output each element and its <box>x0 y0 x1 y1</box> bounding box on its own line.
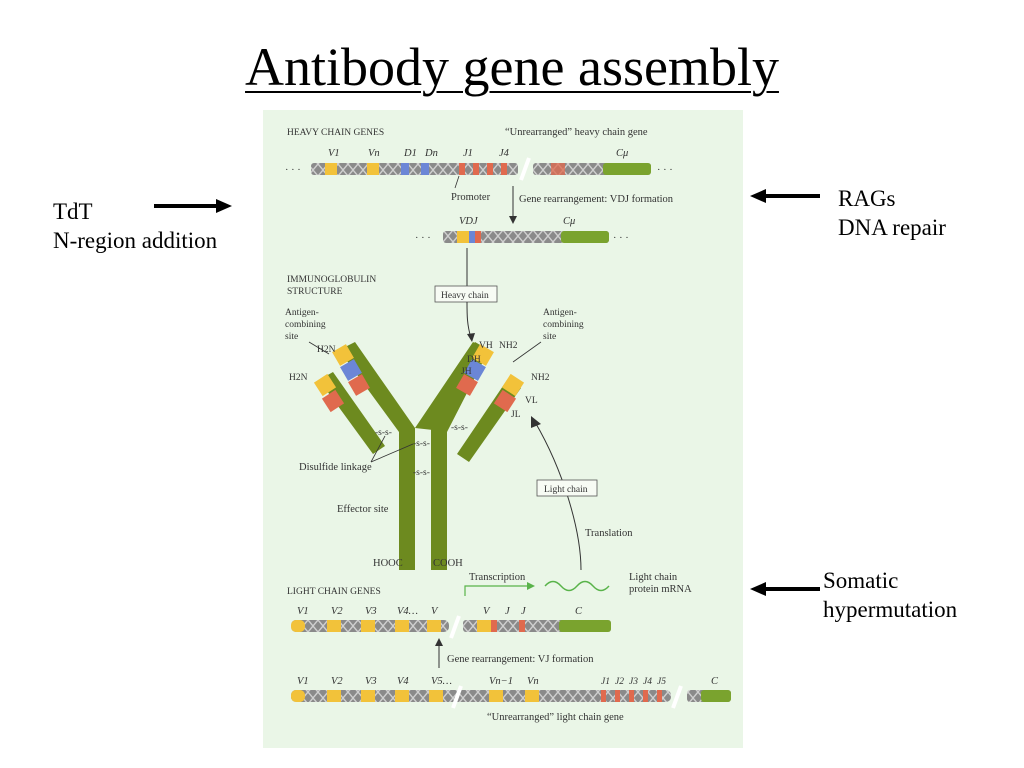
nh2-label-b: NH2 <box>531 373 550 383</box>
vl-label: VL <box>525 396 538 406</box>
seg-label-v1: V1 <box>328 148 340 159</box>
r-label-v4: V4… <box>397 606 418 617</box>
somatic-label: Somatic <box>823 568 899 593</box>
u-label-j2: J2 <box>615 677 624 687</box>
seg-label-j4: J4 <box>499 148 510 159</box>
u-label-vn1: Vn−1 <box>489 676 513 687</box>
u-label-j1: J1 <box>601 677 610 687</box>
u-label-v2: V2 <box>331 676 343 687</box>
unrearranged-light-label: “Unrearranged” light chain gene <box>487 712 624 723</box>
somatic-note: Somatic hypermutation <box>823 566 957 624</box>
gene-rearrangement-vj-label: Gene rearrangement: VJ formation <box>447 654 594 665</box>
slide-title: Antibody gene assembly <box>245 37 779 97</box>
antigen-left-3: site <box>285 332 298 342</box>
cmu-label-2: Cμ <box>563 216 575 227</box>
disulfide-bond-3: -s-s- <box>413 439 430 449</box>
vh-label: VH <box>479 341 493 351</box>
jh-label: JH <box>461 367 472 377</box>
jl-label: JL <box>511 410 521 420</box>
heavy-dots-right: · · · <box>657 165 673 176</box>
immunoglobulin-heading-1: IMMUNOGLOBULIN <box>287 275 376 285</box>
antibody-structure <box>313 342 525 570</box>
mrna-label-2: protein mRNA <box>629 584 692 595</box>
heavy-dots-left: · · · <box>285 165 301 176</box>
mrna-wave <box>544 580 610 592</box>
u-label-vn: Vn <box>527 676 539 687</box>
u-label-j5: J5 <box>657 677 666 687</box>
r-label-j-a: J <box>505 606 511 617</box>
heavy-chain-box <box>434 285 498 303</box>
u-label-v3: V3 <box>365 676 377 687</box>
nh2-label-a: NH2 <box>499 341 518 351</box>
antigen-right-1: Antigen- <box>543 308 577 318</box>
r-label-j-b: J <box>521 606 527 617</box>
light-chain-box <box>536 479 598 497</box>
r-label-v-b: V <box>483 606 491 617</box>
effector-site-label: Effector site <box>337 504 389 515</box>
seg-label-dn: Dn <box>424 148 438 159</box>
u-label-j3: J3 <box>629 677 638 687</box>
light-rearranged-dna <box>291 615 611 639</box>
light-chain-box-label: Light chain <box>544 485 588 495</box>
u-label-v5: V5… <box>431 676 452 687</box>
tdt-label: TdT <box>53 199 93 224</box>
u-label-v1: V1 <box>297 676 309 687</box>
promoter-label: Promoter <box>451 192 491 203</box>
u-label-c: C <box>711 676 719 687</box>
somatic-arrow <box>750 582 820 596</box>
r-label-v: V <box>431 606 439 617</box>
hypermutation-label: hypermutation <box>823 597 958 622</box>
h2n-label-a: H2N <box>317 345 336 355</box>
vdj-dots-right: · · · <box>613 233 629 244</box>
light-chain-genes-heading: LIGHT CHAIN GENES <box>287 587 381 597</box>
heavy-rearranged-dna <box>443 231 609 243</box>
disulfide-bond-1: -s-s- <box>375 428 392 438</box>
rags-note: RAGs DNA repair <box>838 184 946 242</box>
n-region-label: N-region addition <box>53 228 218 253</box>
disulfide-linkage-label: Disulfide linkage <box>299 462 372 473</box>
immunoglobulin-figure: HEAVY CHAIN GENES “Unrearranged” heavy c… <box>263 110 743 748</box>
cooh-label: COOH <box>433 558 463 569</box>
translation-label: Translation <box>585 528 633 539</box>
heavy-chain-box-label: Heavy chain <box>441 291 489 301</box>
light-unrearranged-dna <box>291 685 731 709</box>
rags-label: RAGs <box>838 186 896 211</box>
seg-label-d1: D1 <box>403 148 417 159</box>
u-label-v4: V4 <box>397 676 409 687</box>
r-label-c: C <box>575 606 583 617</box>
antigen-left-2: combining <box>285 320 326 330</box>
dna-repair-label: DNA repair <box>838 215 946 240</box>
dh-label: DH <box>467 355 481 365</box>
disulfide-bond-2: -s-s- <box>451 423 468 433</box>
heavy-unrearranged-dna <box>311 157 651 181</box>
antigen-left-1: Antigen- <box>285 308 319 318</box>
r-label-v2: V2 <box>331 606 343 617</box>
rags-arrow <box>750 189 820 203</box>
vdj-label: VDJ <box>459 216 479 227</box>
unrearranged-heavy-label: “Unrearranged” heavy chain gene <box>505 127 648 138</box>
seg-label-cmu: Cμ <box>616 148 628 159</box>
figure-svg: HEAVY CHAIN GENES “Unrearranged” heavy c… <box>285 127 731 723</box>
tdt-note: TdT N-region addition <box>53 197 217 255</box>
mrna-label-1: Light chain <box>629 572 678 583</box>
vdj-dots-left: · · · <box>415 233 431 244</box>
seg-label-j1: J1 <box>463 148 473 159</box>
tdt-arrow <box>154 199 232 213</box>
r-label-v1: V1 <box>297 606 309 617</box>
r-label-v3: V3 <box>365 606 377 617</box>
immunoglobulin-heading-2: STRUCTURE <box>287 287 343 297</box>
u-label-j4: J4 <box>643 677 652 687</box>
h2n-label-b: H2N <box>289 373 308 383</box>
hooc-label: HOOC <box>373 558 403 569</box>
seg-label-vn: Vn <box>368 148 380 159</box>
heavy-chain-genes-heading: HEAVY CHAIN GENES <box>287 128 384 138</box>
disulfide-bond-4: -s-s- <box>413 468 430 478</box>
antigen-right-2: combining <box>543 320 584 330</box>
gene-rearrangement-vdj-label: Gene rearrangement: VDJ formation <box>519 194 674 205</box>
antigen-right-3: site <box>543 332 556 342</box>
transcription-label: Transcription <box>469 572 526 583</box>
